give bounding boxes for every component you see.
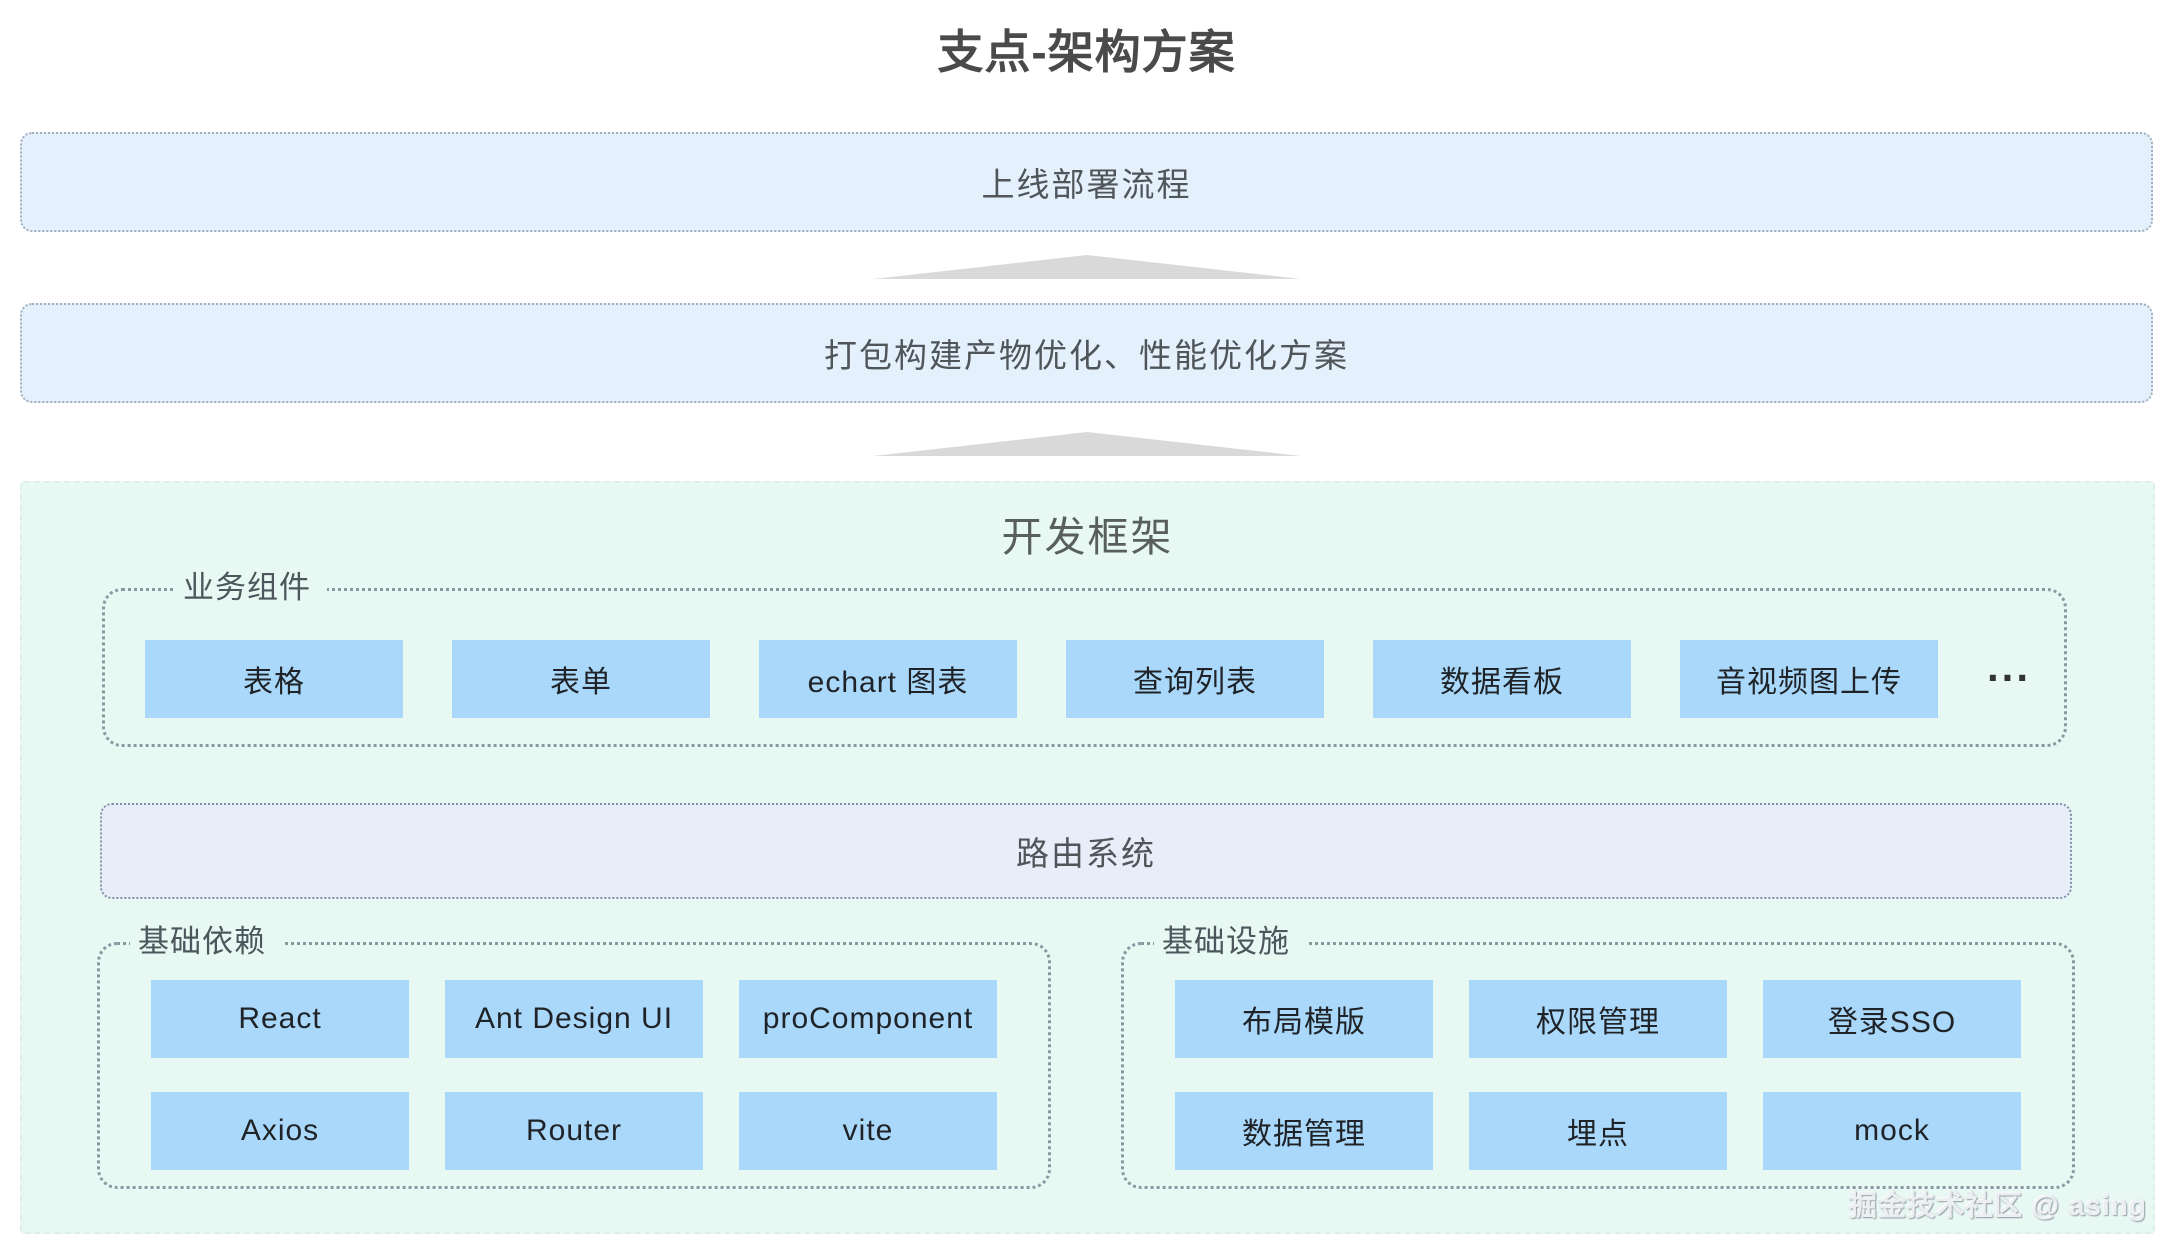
watermark: 掘金技术社区 @ asing [1849, 1190, 2147, 1221]
framework-panel: 开发框架 业务组件 表格 表单 echart 图表 查询列表 数据看板 音视频图… [20, 481, 2155, 1234]
chip-data-management: 数据管理 [1175, 1092, 1433, 1170]
business-components-group: 业务组件 表格 表单 echart 图表 查询列表 数据看板 音视频图上传 ..… [102, 567, 2067, 747]
flow-box-build-optimization-label: 打包构建产物优化、性能优化方案 [824, 337, 1349, 374]
chip-echart: echart 图表 [759, 640, 1017, 718]
chip-mock: mock [1763, 1092, 2021, 1170]
infrastructure-group: 基础设施 布局模版 权限管理 登录SSO 数据管理 埋点 mock [1121, 921, 2075, 1189]
flow-box-deploy-label: 上线部署流程 [981, 166, 1192, 203]
ellipsis-more-icon: ... [1987, 643, 2032, 690]
chip-login-sso: 登录SSO [1763, 980, 2021, 1058]
infrastructure-grid: 布局模版 权限管理 登录SSO 数据管理 埋点 mock [1124, 980, 2072, 1170]
page-title: 支点-架构方案 [937, 26, 1236, 78]
router-system-bar: 路由系统 [100, 803, 2072, 899]
infrastructure-label: 基础设施 [1162, 924, 1290, 959]
chip-procomponent: proComponent [739, 980, 997, 1058]
chip-media-upload: 音视频图上传 [1680, 640, 1938, 718]
chip-permission-management: 权限管理 [1469, 980, 1727, 1058]
chip-form: 表单 [452, 640, 710, 718]
chip-react: React [151, 980, 409, 1058]
base-dependencies-grid: React Ant Design UI proComponent Axios R… [100, 980, 1048, 1170]
framework-title: 开发框架 [1001, 514, 1174, 560]
base-dependencies-label: 基础依赖 [138, 924, 266, 959]
flow-box-build-optimization: 打包构建产物优化、性能优化方案 [20, 303, 2153, 403]
chip-layout-template: 布局模版 [1175, 980, 1433, 1058]
chip-router: Router [445, 1092, 703, 1170]
business-components-label: 业务组件 [183, 570, 311, 605]
business-components-row: 表格 表单 echart 图表 查询列表 数据看板 音视频图上传 ... [145, 640, 2064, 718]
arrow-up-icon [872, 432, 1301, 456]
flow-box-deploy: 上线部署流程 [20, 132, 2153, 232]
chip-vite: vite [739, 1092, 997, 1170]
chip-tracking: 埋点 [1469, 1092, 1727, 1170]
chip-axios: Axios [151, 1092, 409, 1170]
chip-dashboard: 数据看板 [1373, 640, 1631, 718]
chip-table: 表格 [145, 640, 403, 718]
bottom-groups-row: 基础依赖 React Ant Design UI proComponent Ax… [97, 921, 2075, 1189]
base-dependencies-group: 基础依赖 React Ant Design UI proComponent Ax… [97, 921, 1051, 1189]
arrow-up-icon [872, 255, 1301, 279]
chip-ant-design-ui: Ant Design UI [445, 980, 703, 1058]
chip-query-list: 查询列表 [1066, 640, 1324, 718]
router-system-label: 路由系统 [1016, 835, 1156, 872]
